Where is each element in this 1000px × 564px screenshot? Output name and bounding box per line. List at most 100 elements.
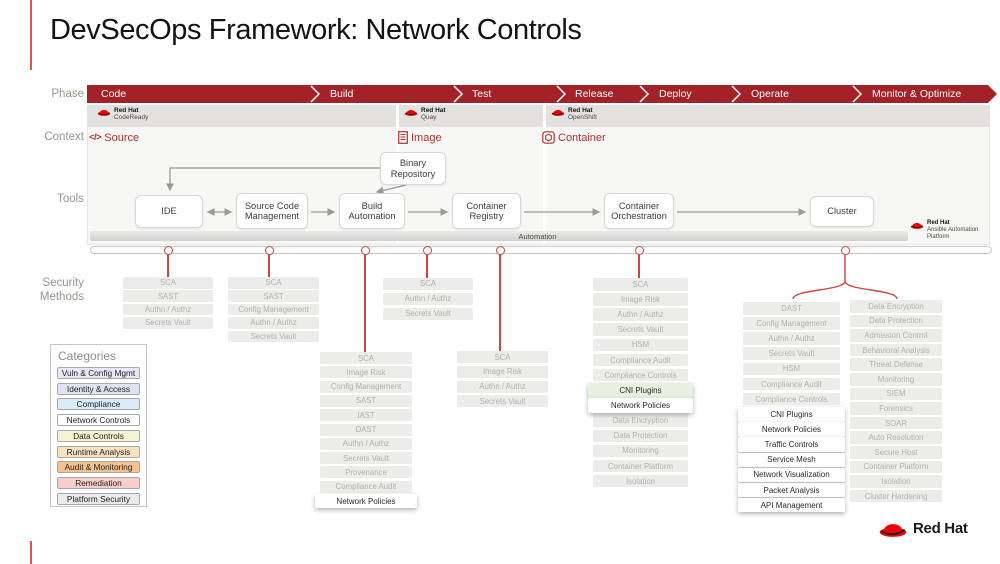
page-title: DevSecOps Framework: Network Controls (50, 14, 582, 46)
code-icon: </> (89, 132, 102, 143)
security-method-isolation: Isolation (850, 475, 942, 488)
security-method-compliance-audit: Compliance Audit (743, 377, 840, 391)
security-method-compliance-audit: Compliance Audit (593, 353, 688, 367)
security-method-compliance-controls: Compliance Controls (593, 368, 688, 382)
security-method-auto-resolution: Auto Resolution (850, 431, 942, 444)
context-container: Container (542, 129, 606, 146)
legend-item-compliance: Compliance (57, 398, 140, 411)
security-method-admission-control: Admission Control (850, 329, 942, 342)
phase-monitor-optimize: Monitor & Optimize (872, 88, 962, 100)
tool-container-registry: Container Registry (452, 193, 521, 229)
legend-item-network-controls: Network Controls (57, 414, 140, 427)
security-method-container-platform: Container Platform (850, 460, 942, 474)
legend-item-platform-security: Platform Security (57, 492, 140, 505)
security-method-sca: SCA (228, 277, 319, 289)
row-label-tools: Tools (57, 193, 84, 205)
pipeline-pin (264, 245, 274, 255)
security-method-iast: IAST (320, 409, 412, 422)
security-method-forensics: Forensics (850, 402, 942, 415)
security-method-network-policies: Network Policies (315, 494, 417, 508)
red-hat-icon (404, 109, 418, 116)
automation-label: Automation (518, 232, 557, 241)
security-method-data-protection: Data Protection (593, 429, 688, 442)
slide-accent-top (30, 0, 32, 70)
security-method-sca: SCA (383, 278, 473, 290)
footer-logo-text: Red Hat (913, 520, 968, 537)
product-band-quay (399, 105, 543, 127)
security-method-sast: SAST (123, 290, 213, 302)
security-method-authn-authz: Authn / Authz (228, 317, 319, 329)
panel-divider (543, 105, 546, 244)
security-method-secure-host: Secure Host (850, 446, 942, 459)
security-method-config-management: Config Management (743, 317, 840, 330)
tool-build-automation: Build Automation (339, 193, 405, 229)
security-method-monitoring: Monitoring (850, 373, 942, 386)
phase-test: Test (472, 88, 492, 100)
security-method-packet-analysis: Packet Analysis (738, 482, 845, 498)
security-method-behavioral-analysis: Behavioral Analysis (850, 343, 942, 357)
security-method-secrets-vault: Secrets Vault (228, 330, 319, 343)
security-method-monitoring: Monitoring (593, 444, 688, 458)
pin-drop-line (364, 254, 366, 352)
product-band-codeready (87, 105, 396, 127)
security-method-cluster-hardening: Cluster Hardening (850, 489, 942, 503)
security-method-soar: SOAR (850, 416, 942, 430)
security-method-network-policies: Network Policies (738, 422, 845, 437)
security-method-provenance: Provenance (320, 466, 412, 479)
security-method-compliance-audit: Compliance Audit (320, 480, 412, 493)
security-method-sast: SAST (228, 290, 319, 302)
pin-drop-line (638, 254, 640, 278)
pin-drop-line (426, 254, 428, 278)
security-method-cni-plugins: CNI Plugins (738, 407, 845, 422)
security-method-sast: SAST (320, 394, 412, 407)
ansible-automation-platform-logo: Red Hat Ansible Automation Platform (910, 220, 983, 241)
pipeline-pin (495, 245, 505, 255)
slide-accent-bottom (30, 541, 32, 564)
context-source: </> Source (89, 131, 140, 144)
security-method-threat-defense: Threat Defense (850, 358, 942, 371)
legend-item-data-controls: Data Controls (57, 429, 140, 442)
security-method-image-risk: Image Risk (320, 366, 412, 379)
red-hat-icon (551, 109, 565, 116)
phase-code: Code (101, 88, 127, 100)
tool-container-orchestration: Container Orchestration (604, 193, 674, 229)
phase-deploy: Deploy (659, 88, 692, 100)
legend-item-remediation: Remediation (57, 476, 140, 489)
pipeline-timeline (90, 246, 992, 254)
security-method-config-management: Config Management (320, 380, 412, 393)
product-band-openshift (546, 105, 990, 127)
pin-drop-line (167, 254, 169, 277)
context-image: Image (398, 129, 442, 146)
security-method-dast: DAST (320, 423, 412, 436)
row-label-phase: Phase (51, 88, 84, 100)
image-file-icon (398, 131, 408, 144)
security-method-hsm: HSM (593, 338, 688, 352)
cluster-pin-fork (792, 255, 898, 300)
security-method-cni-plugins: CNI Plugins (588, 383, 693, 398)
security-method-secrets-vault: Secrets Vault (320, 452, 412, 465)
row-label-security-methods: Security Methods (39, 277, 84, 303)
security-method-secrets-vault: Secrets Vault (457, 395, 548, 408)
phase-build: Build (330, 88, 354, 100)
legend-title: Categories (58, 349, 117, 363)
container-icon (542, 131, 555, 144)
security-method-secrets-vault: Secrets Vault (593, 323, 688, 336)
red-hat-icon (879, 524, 907, 537)
security-method-authn-authz: Authn / Authz (457, 380, 548, 393)
tool-ide: IDE (135, 195, 203, 228)
security-method-image-risk: Image Risk (457, 365, 548, 378)
security-method-sca: SCA (593, 278, 688, 291)
security-method-secrets-vault: Secrets Vault (383, 308, 473, 320)
security-method-config-management: Config Management (228, 303, 319, 316)
pipeline-pin (422, 245, 432, 255)
phase-operate: Operate (751, 88, 789, 100)
red-hat-icon (910, 222, 924, 229)
security-method-network-policies: Network Policies (588, 398, 693, 413)
security-method-secrets-vault: Secrets Vault (123, 317, 213, 329)
security-method-authn-authz: Authn / Authz (593, 308, 688, 321)
pin-drop-line (268, 254, 270, 277)
